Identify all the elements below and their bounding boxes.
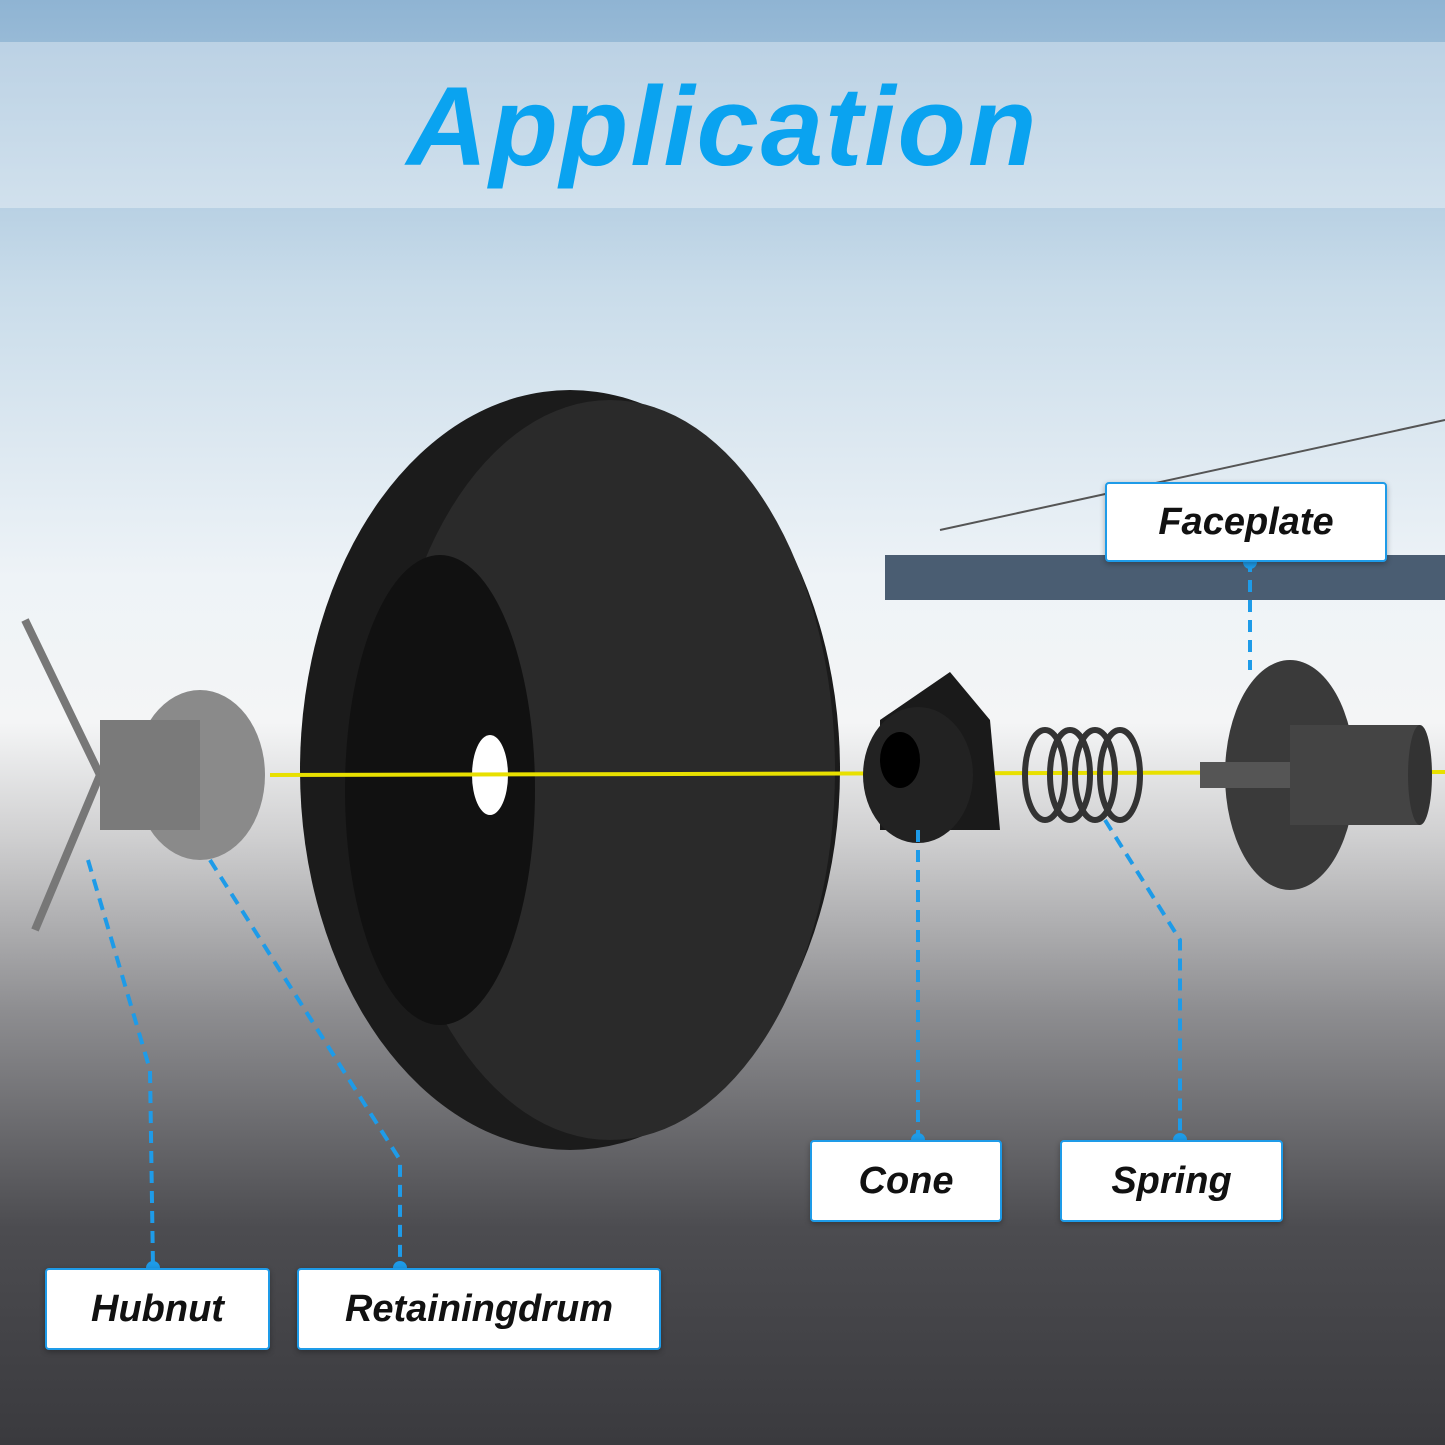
tire: [300, 390, 840, 1150]
cone-part: [863, 672, 1000, 843]
label-spring: Spring: [1060, 1140, 1283, 1222]
label-cone: Cone: [810, 1140, 1002, 1222]
leader-spring: [1103, 818, 1182, 1140]
label-retainingdrum: Retainingdrum: [297, 1268, 661, 1350]
leader-retainingdrum: [208, 858, 402, 1268]
leader-hubnut: [86, 859, 155, 1269]
label-faceplate: Faceplate: [1105, 482, 1387, 562]
page-title: Application: [406, 64, 1039, 189]
fence-line: [939, 419, 1445, 531]
title-band: [0, 42, 1445, 208]
hubnut-part: [21, 618, 265, 932]
tire-barrier: [885, 555, 1445, 600]
leader-lines: [86, 560, 1252, 1269]
label-hubnut: Hubnut: [45, 1268, 270, 1350]
faceplate-part: [1200, 660, 1432, 890]
spring-part: [1022, 727, 1143, 823]
